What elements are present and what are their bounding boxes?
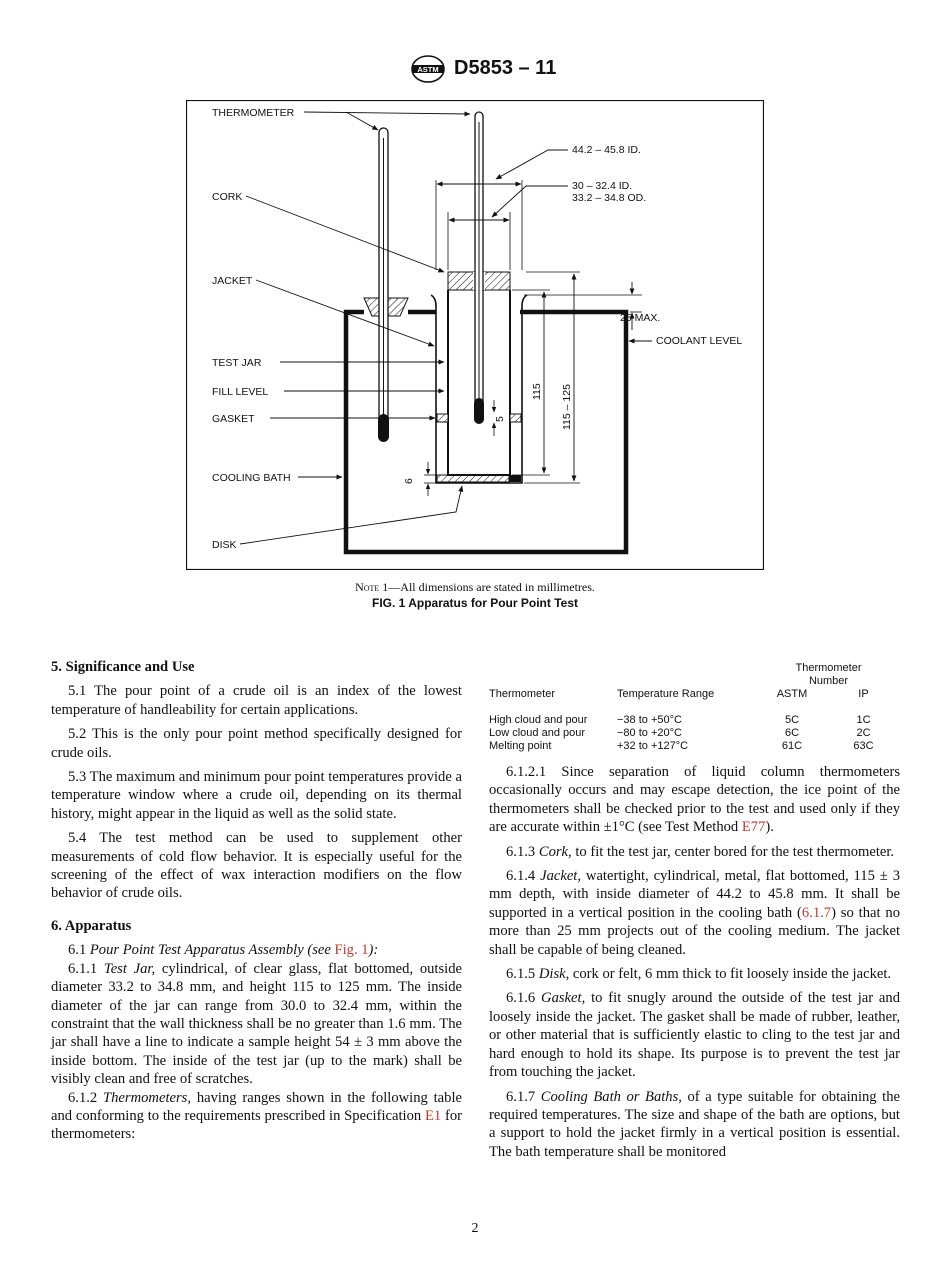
para-6-1-7: 6.1.7 Cooling Bath or Baths, of a type s… — [489, 1088, 900, 1160]
figure-1: 44.2 – 45.8 ID. 30 – 32.4 ID. 33.2 – 34.… — [186, 100, 764, 570]
astm-logo-icon: ASTM — [411, 55, 445, 83]
svg-text:COOLANT LEVEL: COOLANT LEVEL — [656, 335, 742, 347]
section-6-heading: 6. Apparatus — [51, 917, 132, 934]
document-number: D5853 – 11 — [454, 57, 557, 79]
para-6-1-2-1: 6.1.2.1 Since separation of liquid colum… — [489, 764, 900, 836]
svg-text:5: 5 — [494, 416, 506, 422]
svg-text:115 – 125: 115 – 125 — [561, 384, 573, 430]
svg-text:GASKET: GASKET — [212, 413, 255, 425]
note-prefix: Note — [355, 580, 380, 594]
e77-link[interactable]: E77 — [741, 819, 766, 836]
svg-text:JACKET: JACKET — [212, 275, 253, 287]
para-5-3: 5.3 The maximum and minimum pour point t… — [51, 769, 462, 822]
thermometer-table: Thermometer Number Thermometer Temperatu… — [489, 662, 900, 753]
e1-link[interactable]: E1 — [424, 1107, 442, 1124]
para-6-1-3: 6.1.3 Cork, to fit the test jar, center … — [506, 843, 895, 860]
svg-text:DISK: DISK — [212, 539, 237, 551]
cooling-bath-wall — [343, 309, 629, 555]
gasket — [436, 413, 449, 423]
svg-text:THERMOMETER: THERMOMETER — [212, 107, 295, 119]
svg-text:COOLING BATH: COOLING BATH — [212, 472, 291, 484]
para-6-1-5: 6.1.5 Disk, cork or felt, 6 mm thick to … — [506, 966, 892, 983]
page-header: ASTM D5853 – 11 — [0, 54, 950, 88]
para-5-4: 5.4 The test method can be used to suppl… — [51, 830, 462, 902]
table-sub-number: Number — [808, 675, 849, 687]
section-6-1-7-link[interactable]: 6.1.7 — [801, 904, 832, 921]
para-6-1-2: 6.1.2 Thermometers, having ranges shown … — [51, 1089, 462, 1143]
para-6-1-6: 6.1.6 Gasket, to fit snugly around the o… — [489, 990, 900, 1081]
jacket-wall — [430, 294, 528, 484]
section-5-heading: 5. Significance and Use — [51, 659, 195, 675]
page-number: 2 — [471, 1221, 479, 1236]
table-col-astm: ASTM — [776, 688, 808, 700]
svg-text:115: 115 — [531, 383, 543, 400]
figure-caption: FIG. 1 Apparatus for Pour Point Test — [371, 596, 578, 610]
svg-text:33.2 – 34.8 OD.: 33.2 – 34.8 OD. — [572, 192, 646, 204]
para-6-1: 6.1 Pour Point Test Apparatus Assembly (… — [68, 942, 379, 959]
left-column: 5. Significance and Use 5.1 The pour poi… — [51, 658, 462, 1144]
table-row: Melting point +32 to +127°C 61C 63C — [489, 740, 874, 752]
fig-1-link[interactable]: Fig. 1 — [334, 942, 369, 959]
svg-text:44.2 – 45.8 ID.: 44.2 – 45.8 ID. — [572, 144, 641, 156]
table-col-thermometer: Thermometer — [489, 688, 556, 700]
table-col-range: Temperature Range — [617, 688, 715, 700]
table-col-ip: IP — [858, 688, 869, 700]
note-text: 1—All dimensions are stated in millimetr… — [379, 580, 595, 594]
svg-text:6: 6 — [403, 478, 415, 484]
disk — [436, 474, 510, 483]
para-5-1: 5.1 The pour point of a crude oil is an … — [51, 683, 462, 718]
svg-text:TEST JAR: TEST JAR — [212, 357, 262, 369]
table-row: Low cloud and pour −80 to +20°C 6C 2C — [489, 727, 871, 739]
apparatus-diagram: 44.2 – 45.8 ID. 30 – 32.4 ID. 33.2 – 34.… — [186, 100, 764, 570]
figure-note: Note 1—All dimensions are stated in mill… — [0, 580, 950, 595]
svg-text:CORK: CORK — [212, 191, 242, 203]
svg-text:ASTM: ASTM — [417, 65, 438, 74]
para-6-1-4: 6.1.4 Jacket, watertight, cylindrical, m… — [489, 868, 900, 958]
right-column: Thermometer Number Thermometer Temperatu… — [489, 662, 900, 1167]
table-title: Thermometer — [795, 662, 862, 674]
svg-text:30 – 32.4 ID.: 30 – 32.4 ID. — [572, 180, 632, 192]
para-5-2: 5.2 This is the only pour point method s… — [51, 726, 462, 761]
table-row: High cloud and pour −38 to +50°C 5C 1C — [489, 714, 871, 726]
svg-text:25 MAX.: 25 MAX. — [620, 312, 660, 324]
para-6-1-1: 6.1.1 Test Jar, cylindrical, of clear gl… — [51, 960, 462, 1088]
svg-text:FILL LEVEL: FILL LEVEL — [212, 386, 268, 398]
test-jar — [447, 290, 511, 476]
